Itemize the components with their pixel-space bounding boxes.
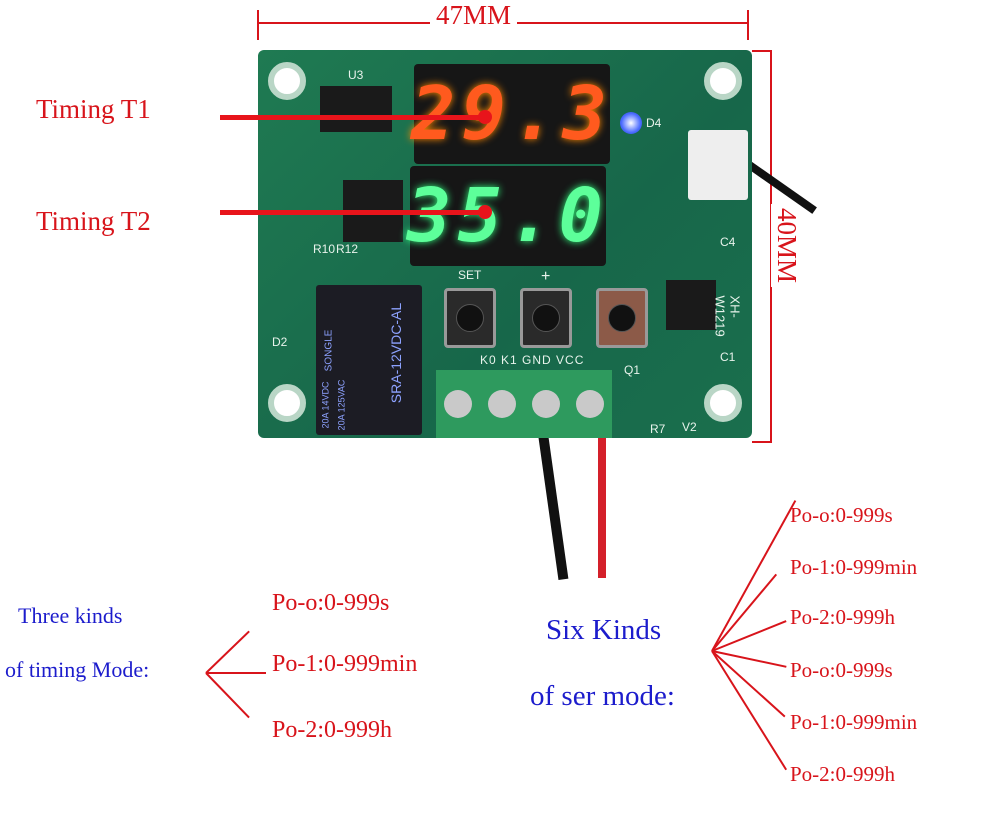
set-button[interactable] — [444, 288, 496, 348]
plus-label: + — [541, 268, 551, 285]
screw-terminal[interactable] — [444, 390, 472, 418]
dim-tick — [752, 50, 772, 52]
terminal-labels: K0 K1 GND VCC — [480, 353, 585, 367]
relay: SRA-12VDC-AL SONGLE 20A 14VDC 20A 125VAC — [316, 285, 422, 435]
pcb-board: U3 R10 R12 29.3 35.0 D4 SET + XH-W1219 C… — [258, 50, 752, 438]
black-wire — [537, 430, 569, 580]
ic-chip — [320, 86, 392, 132]
right-title-2: of ser mode: — [530, 680, 675, 712]
relay-model: SRA-12VDC-AL — [388, 302, 405, 404]
callout-t2: Timing T2 — [36, 206, 151, 236]
silk-label: C4 — [720, 235, 736, 249]
left-mode-0: Po-o:0-999s — [272, 590, 390, 616]
led-indicator — [620, 112, 642, 134]
terminal-block — [436, 370, 612, 438]
mounting-hole — [704, 384, 742, 422]
plus-button[interactable] — [520, 288, 572, 348]
silk-label: D2 — [272, 335, 288, 349]
left-title-1: Three kinds — [18, 603, 123, 628]
silk-label: Q1 — [624, 363, 641, 377]
red-wire — [598, 430, 606, 578]
mounting-hole — [268, 62, 306, 100]
right-mode-0: Po-o:0-999s — [790, 503, 893, 527]
mounting-hole — [704, 62, 742, 100]
silk-label: D4 — [646, 116, 662, 130]
mounting-hole — [268, 384, 306, 422]
silk-label: R10 — [313, 242, 336, 256]
arrow-dot — [478, 110, 492, 124]
silk-label: R7 — [650, 422, 666, 436]
arrow-t1 — [220, 115, 482, 120]
relay-rating: 20A 125VAC — [336, 379, 347, 431]
dim-tick — [747, 10, 749, 40]
height-dimension-line — [770, 50, 772, 442]
left-mode-1: Po-1:0-999min — [272, 651, 418, 677]
right-title-1: Six Kinds — [546, 614, 662, 646]
display-top: 29.3 — [411, 64, 610, 164]
relay-brand: SONGLE — [323, 329, 335, 372]
silk-label: C1 — [720, 350, 736, 364]
left-mode-2: Po-2:0-999h — [272, 717, 392, 743]
arrow-t2 — [220, 210, 482, 215]
screw-terminal[interactable] — [532, 390, 560, 418]
silk-label: R12 — [336, 242, 359, 256]
minus-button[interactable] — [596, 288, 648, 348]
dim-tick — [257, 10, 259, 40]
callout-t1: Timing T1 — [36, 94, 151, 124]
silk-label: V2 — [682, 420, 697, 434]
model-label: XH-W1219 — [712, 295, 743, 337]
right-mode-2: Po-2:0-999h — [790, 605, 895, 629]
set-label: SET — [458, 268, 482, 282]
regulator — [666, 280, 716, 330]
right-mode-3: Po-o:0-999s — [790, 658, 893, 682]
right-mode-4: Po-1:0-999min — [790, 710, 918, 734]
screw-terminal[interactable] — [488, 390, 516, 418]
silk-label: U3 — [348, 68, 364, 82]
arrow-dot — [478, 205, 492, 219]
left-title-2: of timing Mode: — [5, 657, 150, 682]
height-label: 40MM — [771, 203, 803, 288]
dim-tick — [752, 441, 772, 443]
relay-rating: 20A 14VDC — [320, 381, 331, 429]
sensor-connector — [688, 130, 748, 200]
right-mode-1: Po-1:0-999min — [790, 555, 918, 579]
right-mode-5: Po-2:0-999h — [790, 762, 895, 786]
width-label: 47MM — [430, 0, 518, 31]
display-bottom: 35.0 — [407, 166, 606, 266]
screw-terminal[interactable] — [576, 390, 604, 418]
